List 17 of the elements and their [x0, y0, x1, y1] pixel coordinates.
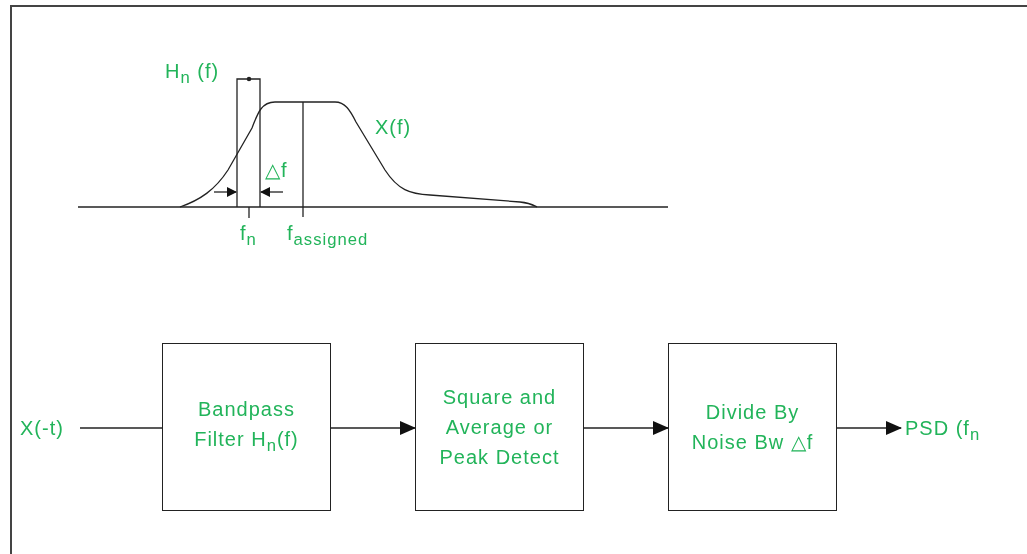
process-box	[162, 343, 331, 511]
axis-label: f$_{n}$	[240, 221, 257, 251]
axis-label: f$_{assigned}$	[287, 221, 369, 251]
process-box	[668, 343, 837, 511]
signal-label: PSD (f$_{n}$	[905, 413, 981, 450]
arrow	[836, 421, 902, 435]
box-text: Square and Average or Peak Detect	[438, 385, 561, 470]
dimension-label: △f	[265, 158, 288, 183]
arrow	[330, 421, 416, 435]
box-text: Bandpass Filter H$_{n}$(f)	[193, 396, 300, 457]
curve-label: H$_{n}$ (f)	[165, 59, 220, 89]
connector-line	[79, 427, 163, 429]
signal-label: X(-t)	[20, 413, 64, 443]
curve-label: X(f)	[375, 115, 412, 140]
box-text: Divide By Noise Bw △f	[690, 400, 815, 455]
process-box	[415, 343, 584, 511]
arrow	[583, 421, 669, 435]
